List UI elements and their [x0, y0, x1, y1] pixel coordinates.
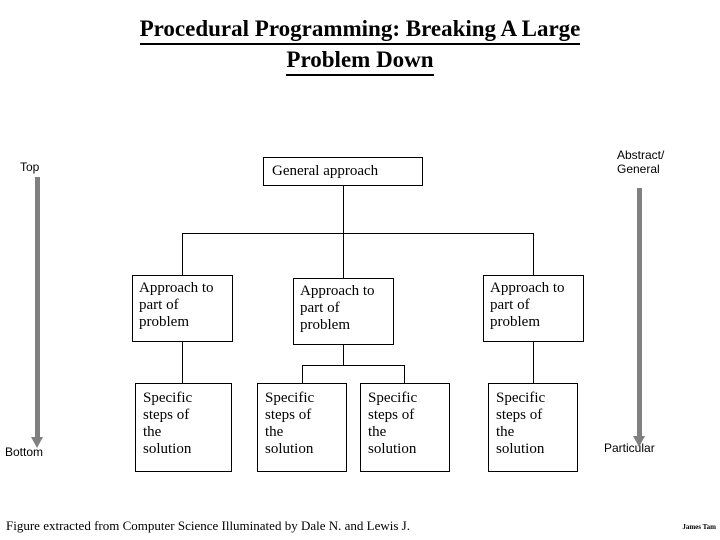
connector-level2-bus: [182, 233, 534, 234]
connector-level2-drop-1: [182, 233, 183, 275]
node-specific-steps-4[interactable]: Specific steps of the solution: [488, 383, 578, 472]
left-axis-arrow-shaft: [35, 177, 40, 439]
figure-source-caption: Figure extracted from Computer Science I…: [6, 518, 410, 533]
connector-branch2-bus: [302, 365, 405, 366]
node-approach-part-1[interactable]: Approach to part of problem: [132, 275, 233, 342]
left-axis-top-label: Top: [20, 160, 40, 174]
node-specific-steps-2[interactable]: Specific steps of the solution: [257, 383, 347, 472]
connector-level2-drop-2: [343, 233, 344, 278]
node-specific-steps-3[interactable]: Specific steps of the solution: [360, 383, 450, 472]
page-title: Procedural Programming: Breaking A Large…: [60, 14, 660, 76]
connector-branch2-stem: [343, 345, 344, 365]
right-axis-arrowhead-icon: [633, 436, 645, 447]
connector-level2-drop-3: [533, 233, 534, 275]
left-axis-arrowhead-icon: [31, 437, 43, 448]
node-specific-steps-1[interactable]: Specific steps of the solution: [135, 383, 232, 472]
page-title-line-1: Procedural Programming: Breaking A Large: [139, 14, 581, 45]
connector-leaf-drop-2: [302, 365, 303, 383]
right-axis-arrow-shaft: [637, 188, 642, 438]
node-approach-part-3[interactable]: Approach to part of problem: [483, 275, 584, 342]
left-axis-bottom-label: Bottom: [5, 445, 44, 459]
connector-root-stem: [343, 186, 344, 233]
page-title-line-2: Problem Down: [286, 45, 434, 76]
node-approach-part-2[interactable]: Approach to part of problem: [293, 278, 394, 345]
connector-leaf-drop-4: [533, 342, 534, 383]
right-axis-top-label: Abstract/ General: [617, 148, 665, 176]
node-general-approach[interactable]: General approach: [263, 157, 423, 186]
connector-leaf-drop-1: [182, 342, 183, 383]
right-axis-bottom-label: Particular: [604, 441, 655, 455]
connector-leaf-drop-3: [404, 365, 405, 383]
author-credit: James Tam: [682, 523, 716, 531]
